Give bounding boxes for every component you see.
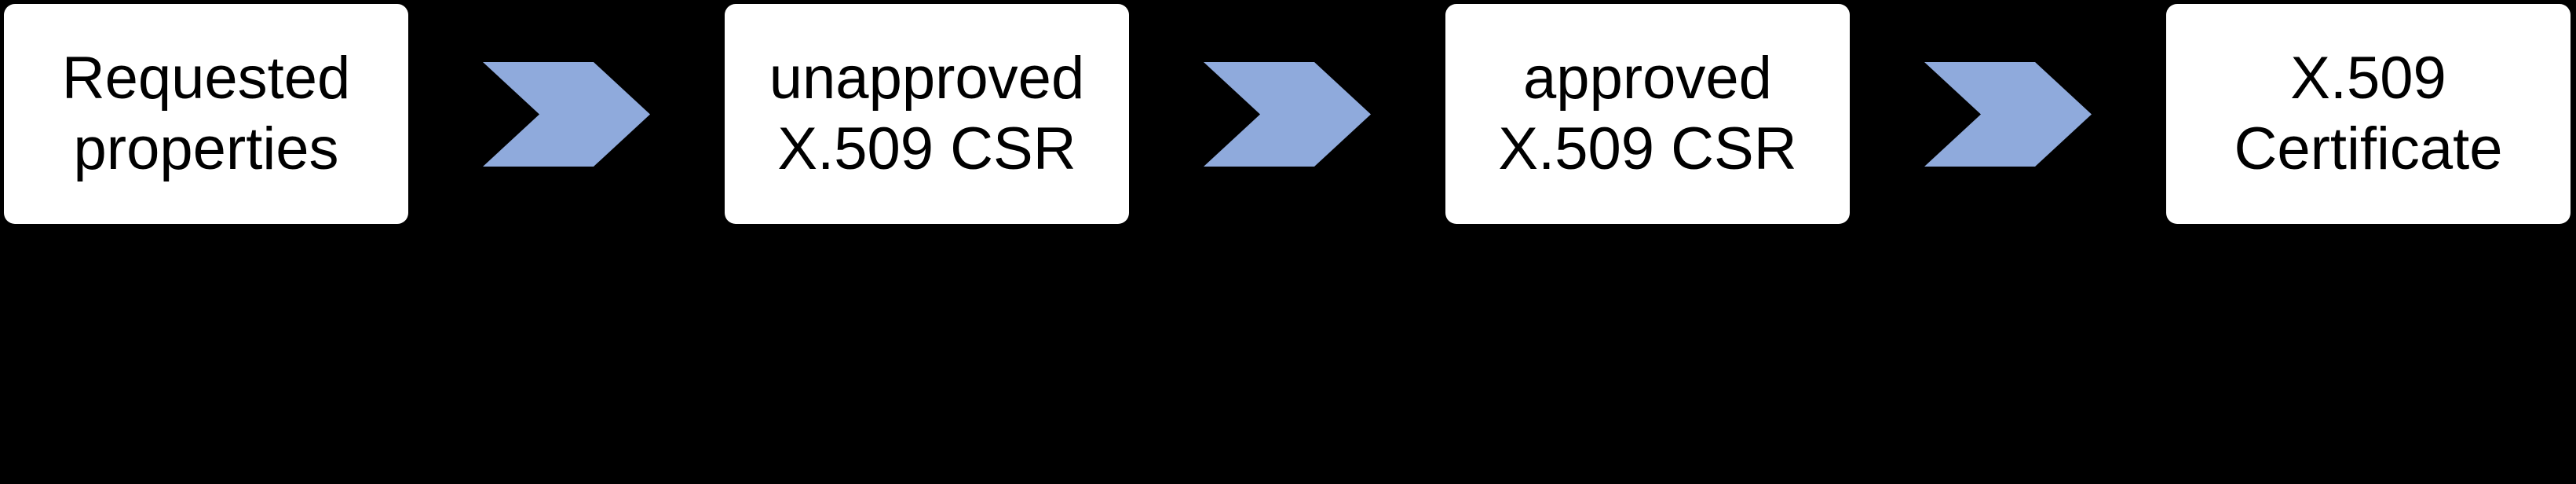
step-label-line: properties: [73, 116, 339, 182]
step-label-line: X.509: [2290, 45, 2446, 112]
step-label-line: X.509 CSR: [1498, 116, 1797, 182]
step-label-line: unapproved: [769, 45, 1085, 112]
chevron-right-icon: [483, 62, 650, 167]
step-label-line: Certificate: [2234, 116, 2503, 182]
chevron-right-icon: [1924, 62, 2092, 167]
chevron-right-icon: [1204, 62, 1371, 167]
step-label-line: Requested: [61, 45, 351, 112]
step-label-line: approved: [1523, 45, 1772, 112]
step-box-x509-certificate: X.509 Certificate: [2166, 4, 2571, 224]
step-label-line: X.509 CSR: [777, 116, 1076, 182]
step-box-approved-csr: approved X.509 CSR: [1445, 4, 1850, 224]
step-box-requested-properties: Requested properties: [4, 4, 408, 224]
step-box-unapproved-csr: unapproved X.509 CSR: [725, 4, 1129, 224]
